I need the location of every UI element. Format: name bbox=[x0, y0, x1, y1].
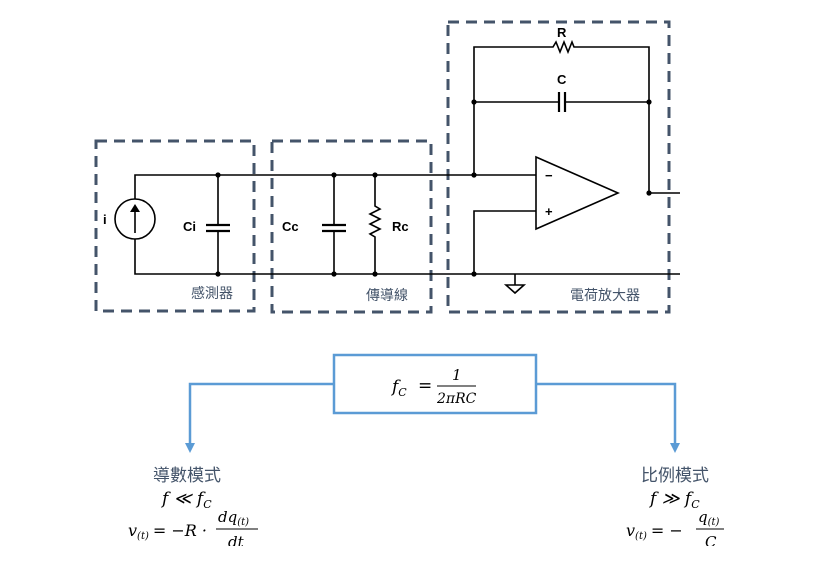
proportional-mode: 比例模式 f ≫ fC v(t)= − q(t) C bbox=[626, 466, 724, 546]
amplifier-label: 電荷放大器 bbox=[570, 288, 640, 304]
sensor-label: 感測器 bbox=[191, 285, 233, 302]
r-label: R bbox=[557, 25, 567, 40]
svg-text:1: 1 bbox=[452, 366, 462, 384]
source-label: i bbox=[103, 212, 107, 227]
svg-text:f ≫ fC: f ≫ fC bbox=[648, 489, 700, 511]
wires bbox=[134, 39, 680, 295]
amplifier-box bbox=[446, 20, 671, 314]
svg-text:=: = bbox=[418, 376, 432, 396]
svg-text:v(t)= −R ·: v(t)= −R · bbox=[128, 521, 207, 542]
cable-box bbox=[270, 139, 433, 314]
capacitor-c bbox=[557, 92, 567, 112]
plus-label: + bbox=[545, 204, 553, 219]
svg-text:導數模式: 導數模式 bbox=[153, 466, 221, 486]
c-label: C bbox=[557, 72, 567, 87]
svg-text:C: C bbox=[705, 533, 717, 546]
derivative-mode: 導數模式 f ≪ fC v(t)= −R · dq(t) dt bbox=[128, 466, 258, 546]
arrow-right-head bbox=[670, 443, 680, 453]
capacitor-cc bbox=[322, 223, 346, 233]
svg-text:v(t)= −: v(t)= − bbox=[626, 521, 683, 542]
cc-label: Cc bbox=[282, 219, 299, 234]
cutoff-formula-box bbox=[332, 353, 538, 415]
svg-text:dt: dt bbox=[228, 533, 245, 546]
svg-text:f ≪ fC: f ≪ fC bbox=[160, 489, 212, 511]
arrows bbox=[188, 382, 677, 444]
cutoff-formula: fC = 1 2πRC bbox=[390, 366, 477, 407]
circuit-diagram: i Ci Cc Rc R C − + 感測器 傳導線 電荷放大器 fC = 1 … bbox=[94, 20, 724, 546]
svg-text:比例模式: 比例模式 bbox=[641, 466, 709, 486]
svg-text:fC: fC bbox=[390, 377, 407, 399]
arrow-left-head bbox=[185, 443, 195, 453]
sensor-box bbox=[94, 139, 256, 313]
svg-text:2πRC: 2πRC bbox=[436, 391, 477, 407]
junction-dots bbox=[215, 99, 652, 277]
op-amp bbox=[535, 155, 620, 231]
svg-text:q(t): q(t) bbox=[698, 508, 720, 528]
diagram-canvas: i Ci Cc Rc R C − + 感測器 傳導線 電荷放大器 fC = 1 … bbox=[94, 20, 724, 546]
minus-label: − bbox=[545, 168, 553, 183]
capacitor-ci bbox=[206, 223, 230, 233]
svg-text:dq(t): dq(t) bbox=[218, 508, 249, 528]
rc-label: Rc bbox=[392, 219, 409, 234]
current-source-icon bbox=[114, 198, 156, 240]
ci-label: Ci bbox=[183, 219, 196, 234]
cable-label: 傳導線 bbox=[366, 288, 408, 304]
